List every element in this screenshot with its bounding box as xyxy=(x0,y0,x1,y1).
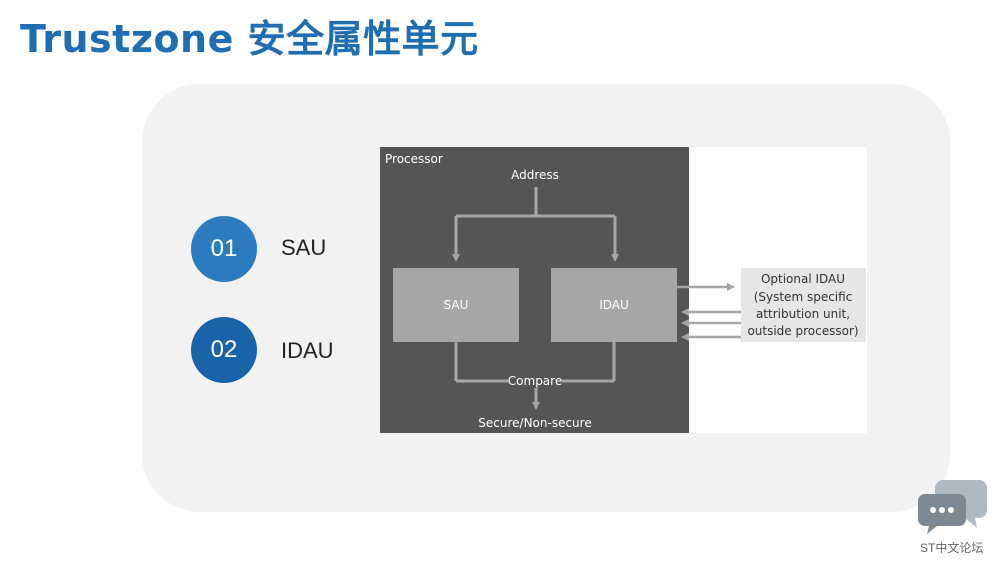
external-arrows xyxy=(677,283,741,341)
sau-box xyxy=(393,268,519,342)
optional-idau-box xyxy=(741,268,866,342)
chat-bubbles-icon xyxy=(918,480,987,534)
processor-label: Processor xyxy=(385,152,443,166)
idau-box xyxy=(551,268,677,342)
address-label: Address xyxy=(511,168,559,182)
idau-box-label: IDAU xyxy=(599,298,629,312)
item-number-badge: 01 xyxy=(191,216,257,282)
optional-idau-line: attribution unit, xyxy=(756,307,850,321)
logo-text: ST中文论坛 xyxy=(920,541,984,555)
output-label: Secure/Non-secure xyxy=(478,416,591,430)
optional-idau-line: (System specific xyxy=(754,290,853,304)
sau-box-label: SAU xyxy=(444,298,469,312)
item-number-badge: 02 xyxy=(191,317,257,383)
item-label-sau: SAU xyxy=(281,235,327,260)
optional-idau-line: outside processor) xyxy=(747,324,858,338)
compare-lines xyxy=(454,342,616,410)
optional-idau-line: Optional IDAU xyxy=(761,272,845,286)
compare-label: Compare xyxy=(508,374,562,388)
page-title: Trustzone 安全属性单元 xyxy=(20,17,479,61)
item-label-idau: IDAU xyxy=(281,338,334,363)
address-lines xyxy=(452,187,619,262)
